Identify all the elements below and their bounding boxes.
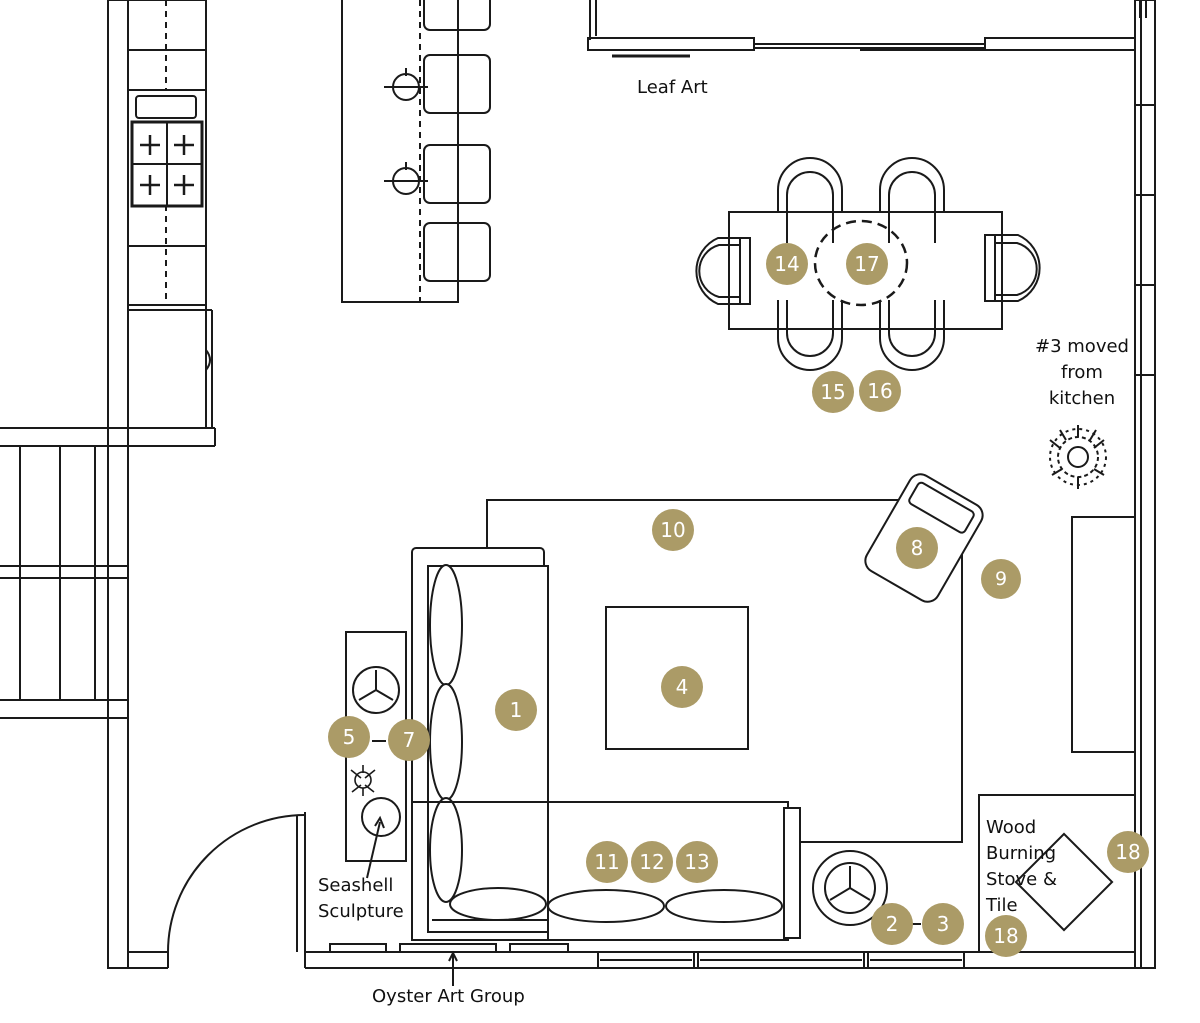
oyster-label: Oyster Art Group bbox=[372, 986, 525, 1007]
marker-1: 1 bbox=[495, 689, 537, 731]
marker-11: 11 bbox=[586, 841, 628, 883]
entry-door bbox=[167, 814, 306, 953]
stairs bbox=[0, 446, 129, 700]
marker-18-stove: 18 bbox=[1107, 831, 1149, 873]
right-wall bbox=[1134, 0, 1156, 969]
moved-note: #3 moved from kitchen bbox=[1030, 334, 1134, 412]
marker-14: 14 bbox=[766, 243, 808, 285]
seashell-arrow bbox=[366, 815, 385, 879]
marker-13: 13 bbox=[676, 841, 718, 883]
dining-set bbox=[695, 157, 1041, 371]
moved-note-line: kitchen bbox=[1048, 388, 1116, 409]
media-console bbox=[1071, 516, 1136, 753]
marker-2: 2 bbox=[871, 903, 913, 945]
marker-17: 17 bbox=[846, 243, 888, 285]
side-table-lamp bbox=[812, 850, 921, 926]
marker-10: 10 bbox=[652, 509, 694, 551]
stove-note-line: Burning bbox=[986, 843, 1057, 864]
kitchen-island bbox=[341, 0, 491, 303]
kitchen-counter bbox=[127, 0, 213, 429]
moved-note-line: #3 moved bbox=[1035, 336, 1129, 357]
marker-4: 4 bbox=[661, 666, 703, 708]
oyster-arrow bbox=[448, 950, 458, 986]
leaf-art-label: Leaf Art bbox=[637, 77, 708, 98]
stove-note-line: Wood bbox=[986, 817, 1037, 838]
dining-chair bbox=[777, 157, 843, 243]
marker-16: 16 bbox=[859, 370, 901, 412]
seashell-label-line: Seashell bbox=[318, 875, 394, 896]
seashell-label: Seashell Sculpture bbox=[318, 873, 404, 925]
marker-7: 7 bbox=[388, 719, 430, 761]
stove-note-line: Tile bbox=[986, 895, 1018, 916]
moved-note-line: from bbox=[1061, 362, 1103, 383]
marker-5: 5 bbox=[328, 716, 370, 758]
marker-3: 3 bbox=[922, 903, 964, 945]
marker-12: 12 bbox=[631, 841, 673, 883]
marker-15: 15 bbox=[812, 371, 854, 413]
marker-8: 8 bbox=[896, 527, 938, 569]
marker-18-hearth: 18 bbox=[985, 915, 1027, 957]
top-wall bbox=[587, 0, 1136, 58]
marker-9: 9 bbox=[981, 559, 1021, 599]
console-table bbox=[345, 631, 407, 862]
stove-area bbox=[978, 794, 1135, 952]
plant-icon bbox=[1049, 425, 1107, 489]
stove-note-line: Stove & bbox=[986, 869, 1057, 890]
seashell-label-line: Sculpture bbox=[318, 901, 404, 922]
stove-note: Wood Burning Stove & Tile bbox=[986, 815, 1057, 919]
small-plant-icon bbox=[350, 765, 376, 796]
